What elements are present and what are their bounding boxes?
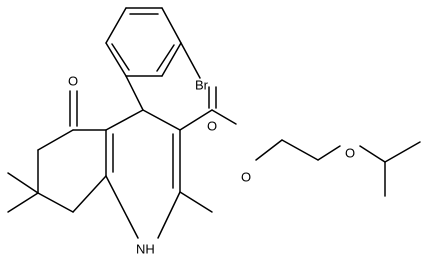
bond bbox=[37, 129, 74, 151]
bond bbox=[125, 75, 144, 111]
bond bbox=[179, 191, 213, 213]
bond bbox=[317, 145, 341, 161]
bond bbox=[7, 172, 39, 194]
bond bbox=[72, 175, 107, 213]
ketone-oxygen-label: O bbox=[68, 73, 78, 88]
bromine-label: Br bbox=[195, 77, 209, 92]
bond bbox=[105, 109, 144, 131]
bond bbox=[161, 7, 182, 44]
ester-oxygen-label: O bbox=[241, 169, 251, 184]
bond bbox=[157, 191, 181, 239]
bond bbox=[37, 192, 74, 213]
bond bbox=[111, 43, 130, 71]
atom-labels: Br O O O O NH bbox=[68, 73, 355, 256]
bond bbox=[105, 42, 127, 77]
amine-label: NH bbox=[136, 241, 155, 256]
bond bbox=[142, 109, 181, 131]
bond bbox=[179, 109, 213, 131]
ether-oxygen-label: O bbox=[345, 145, 355, 160]
bond bbox=[156, 44, 175, 72]
bond bbox=[255, 139, 283, 161]
bonds bbox=[7, 7, 421, 239]
bond bbox=[105, 175, 139, 239]
bond bbox=[384, 141, 421, 163]
bond bbox=[180, 42, 201, 79]
bond bbox=[7, 192, 39, 213]
bond bbox=[105, 7, 127, 44]
bond bbox=[161, 42, 182, 77]
bond bbox=[359, 145, 386, 163]
bond bbox=[211, 109, 237, 125]
carbonyl-oxygen-label: O bbox=[207, 118, 217, 133]
bond bbox=[281, 139, 319, 161]
